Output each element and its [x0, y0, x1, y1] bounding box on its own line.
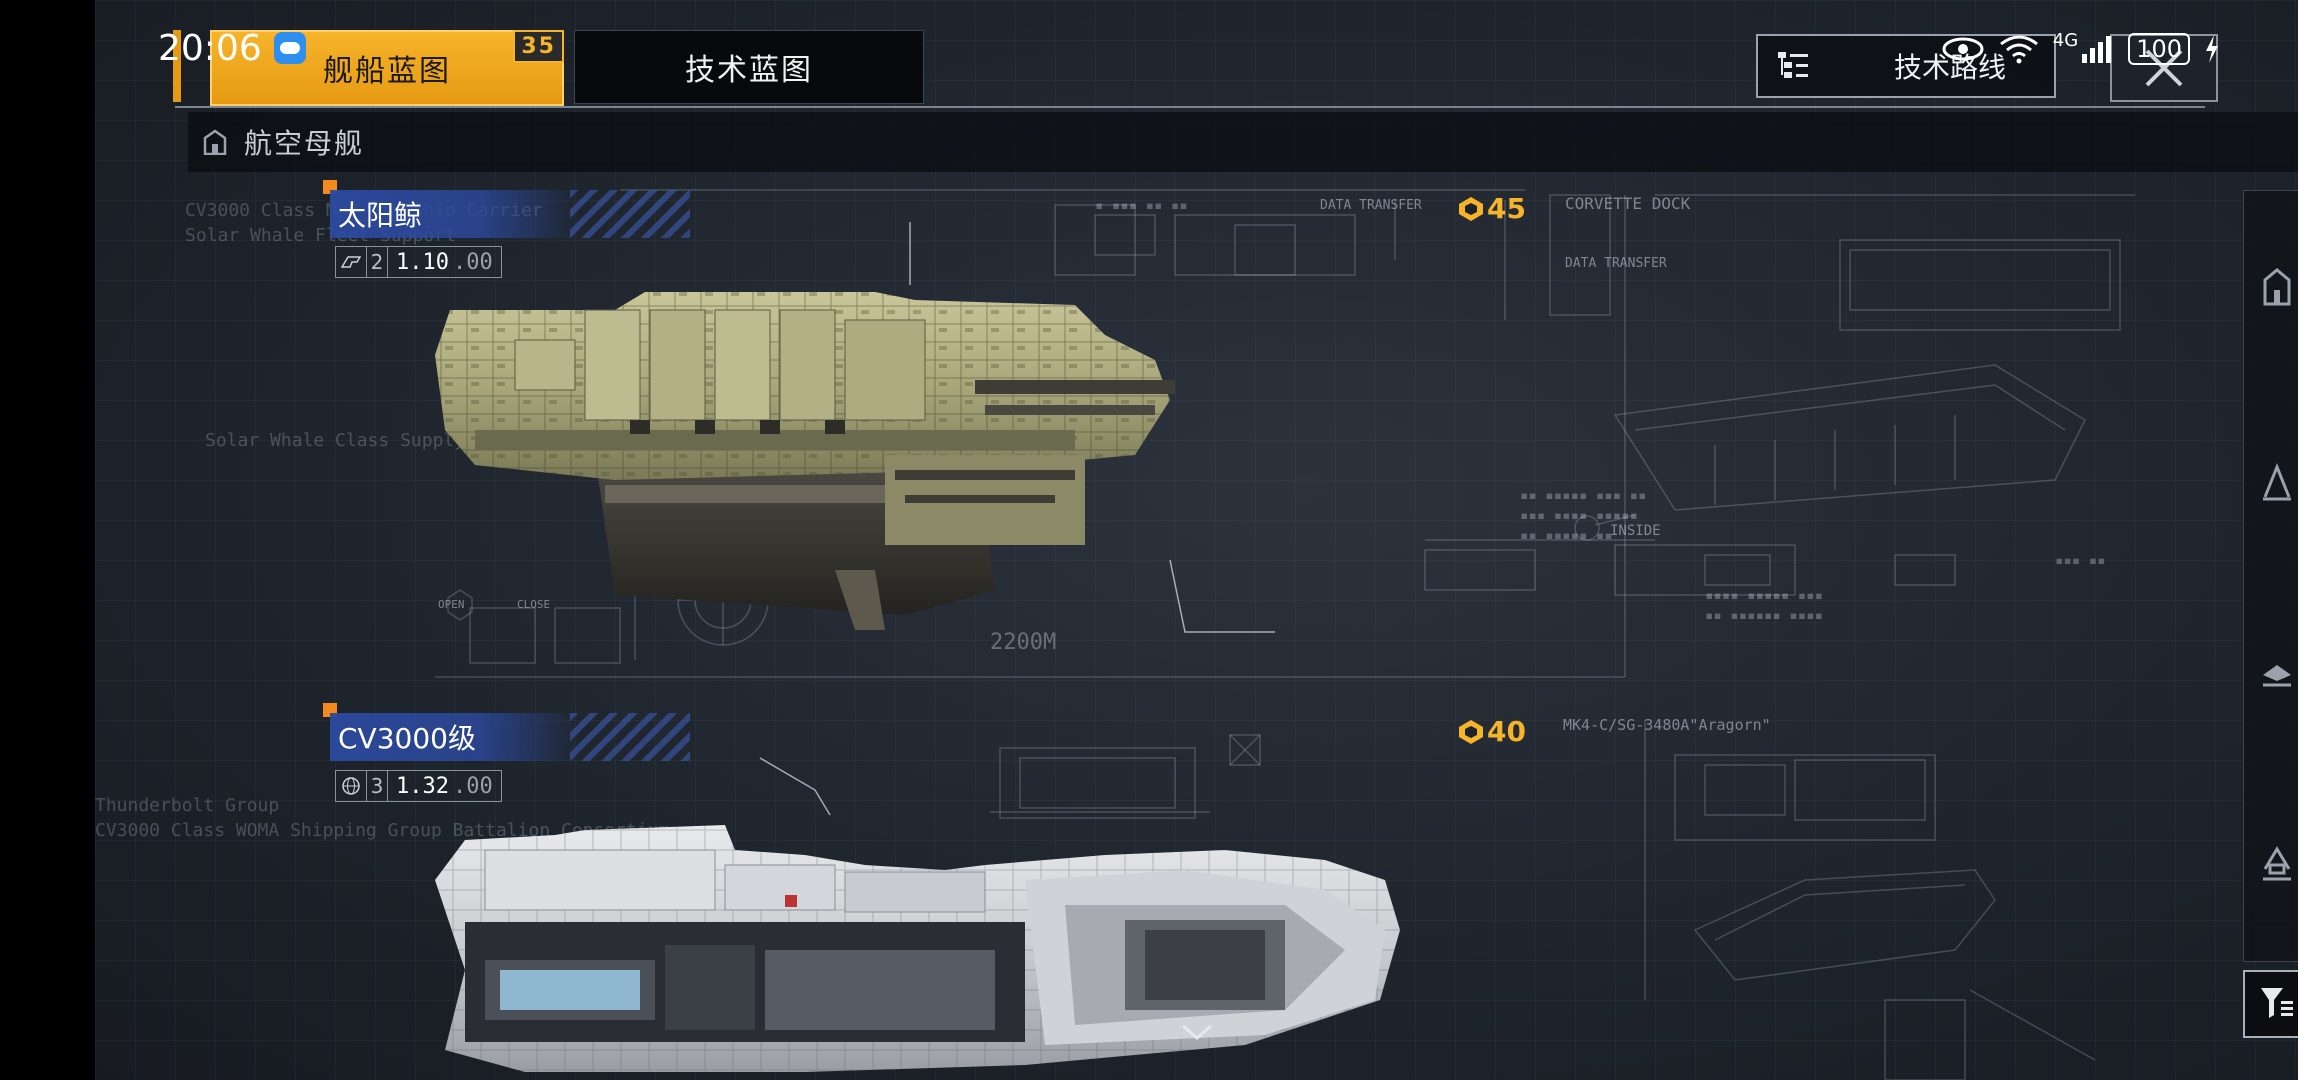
- letterbox: [0, 0, 95, 1080]
- background-text: Solar Whale Class Supply Group: [205, 430, 531, 451]
- network-type: 4G: [2052, 29, 2079, 51]
- status-time: 20:06: [158, 27, 262, 69]
- svg-text:▪▪▪▪ ▪▪▪▪▪ ▪▪▪: ▪▪▪▪ ▪▪▪▪▪ ▪▪▪: [1705, 588, 1823, 604]
- header-divider: [175, 106, 2205, 108]
- ship-level: 3: [367, 770, 388, 802]
- svg-text:▪▪▪ ▪▪: ▪▪▪ ▪▪: [2055, 553, 2106, 569]
- game-screen: ▪ ▪▪▪ ▪▪ ▪▪ ▪▪ ▪▪▪▪▪ ▪▪▪ ▪▪ ▪▪▪ ▪▪▪▪ ▪▪▪…: [95, 0, 2298, 1080]
- schematic-label-data-transfer: DATA TRANSFER: [1565, 256, 1667, 271]
- tab-label: 舰船蓝图: [323, 54, 451, 89]
- status-bar: 20:06: [158, 22, 306, 74]
- command-point-icon: [1459, 196, 1483, 221]
- ship-image-cv3000[interactable]: [425, 810, 1445, 1080]
- background-text: Thunderbolt Group: [95, 795, 280, 816]
- svg-text:▪ ▪▪▪ ▪▪ ▪▪: ▪ ▪▪▪ ▪▪ ▪▪: [1095, 198, 1188, 214]
- ship-version: 1.10.00: [388, 246, 502, 278]
- ship-meta: 3 1.32.00: [335, 770, 502, 802]
- battery-level: 100: [2128, 33, 2190, 65]
- frigate-icon[interactable]: [2261, 461, 2293, 501]
- status-icons: 4G 100: [1941, 24, 2220, 74]
- destroyer-icon[interactable]: [2261, 651, 2293, 691]
- ship-cost-value: 40: [1487, 715, 1526, 748]
- ship-name[interactable]: CV3000级: [330, 713, 690, 761]
- ship-version: 1.32.00: [388, 770, 502, 802]
- close-button[interactable]: [2110, 34, 2218, 102]
- svg-text:▪▪ ▪▪▪▪▪ ▪▪▪ ▪▪: ▪▪ ▪▪▪▪▪ ▪▪▪ ▪▪: [1520, 488, 1646, 504]
- svg-text:▪▪ ▪▪▪▪▪▪ ▪▪▪▪: ▪▪ ▪▪▪▪▪▪ ▪▪▪▪: [1705, 608, 1823, 624]
- tab-ship-blueprint[interactable]: 舰船蓝图 35: [210, 30, 564, 106]
- category-title: 航空母舰: [244, 127, 365, 160]
- globe-class-icon: [335, 770, 367, 802]
- cruiser-icon[interactable]: [2261, 841, 2293, 881]
- scroll-down-icon[interactable]: [1180, 1022, 1214, 1042]
- tech-tree-icon: [1778, 52, 1808, 78]
- signal-icon: [2082, 36, 2112, 63]
- charging-icon: [2206, 35, 2218, 63]
- command-point-icon: [1459, 719, 1483, 744]
- svg-text:▪▪ ▪▪▪▪▪ ▪▪: ▪▪ ▪▪▪▪▪ ▪▪: [1520, 528, 1613, 544]
- ship-level: 2: [367, 246, 388, 278]
- tech-route-button[interactable]: 技术路线: [1756, 34, 2056, 98]
- category-bar: 航空母舰: [188, 112, 2298, 172]
- ship-cost-value: 45: [1487, 192, 1526, 225]
- schematic-label-mk4: MK4-C/SG-3480A"Aragorn": [1563, 716, 1771, 734]
- frigate-class-icon: [335, 246, 367, 278]
- tab-label: 技术蓝图: [685, 53, 813, 88]
- ship-meta: 2 1.10.00: [335, 246, 502, 278]
- ship-cost: 45: [1457, 192, 1526, 225]
- schematic-label-close: CLOSE: [517, 598, 551, 611]
- ship-name-text: 太阳鲸: [338, 199, 423, 232]
- svg-text:▪▪▪ ▪▪▪▪ ▪▪▪▪▪: ▪▪▪ ▪▪▪▪ ▪▪▪▪▪: [1520, 508, 1638, 524]
- ship-image-solar-whale[interactable]: [415, 270, 1415, 630]
- weather-icon: [273, 32, 306, 64]
- schematic-label-inside: INSIDE: [1610, 523, 1661, 539]
- ship-name-text: CV3000级: [338, 722, 476, 755]
- ship-name[interactable]: 太阳鲸: [330, 190, 690, 238]
- blueprint-count-badge: 35: [513, 30, 564, 63]
- close-icon: [2145, 49, 2183, 87]
- name-stripes: [570, 713, 690, 761]
- schematic-label-data-transfer: DATA TRANSFER: [1320, 198, 1422, 213]
- carrier-category-icon: [203, 129, 227, 155]
- tab-tech-blueprint[interactable]: 技术蓝图: [574, 30, 924, 104]
- name-stripes: [570, 190, 690, 238]
- filter-icon: [2261, 988, 2293, 1018]
- schematic-label-corvette-dock: CORVETTE DOCK: [1565, 194, 1691, 213]
- ship-cost: 40: [1457, 715, 1526, 748]
- schematic-label-length: 2200M: [990, 630, 1057, 655]
- wifi-icon: [1999, 35, 2038, 64]
- background-text: CV3000 Class WOMA Shipping Group Battali…: [95, 820, 670, 841]
- carrier-icon[interactable]: [2261, 266, 2293, 306]
- schematic-label-open: OPEN: [438, 598, 465, 611]
- tab-accent: [173, 30, 181, 102]
- eye-icon: [1942, 37, 1984, 61]
- blueprint-background: ▪ ▪▪▪ ▪▪ ▪▪ ▪▪ ▪▪▪▪▪ ▪▪▪ ▪▪ ▪▪▪ ▪▪▪▪ ▪▪▪…: [435, 189, 2135, 1080]
- filter-button[interactable]: [2243, 970, 2298, 1038]
- ship-type-nav: [2243, 190, 2298, 962]
